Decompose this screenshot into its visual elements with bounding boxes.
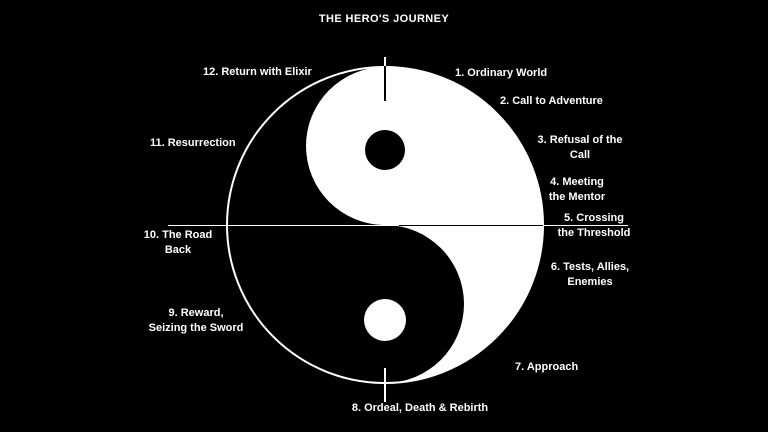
stage-5-line-1: 5. Crossing [564,212,624,224]
stage-label-1: 1. Ordinary World [455,66,547,81]
stage-6-line-2: Enemies [567,276,613,288]
stage-label-9: 9. Reward, Seizing the Sword [121,306,271,336]
stage-6-line-1: 6. Tests, Allies, [550,261,630,273]
stage-label-10: 10. The Road Back [103,228,253,258]
stage-4-line-1: 4. Meeting [550,176,604,188]
stage-label-4: 4. Meeting the Mentor [527,175,627,205]
horizontal-diameter-line-over-white [399,225,543,226]
stage-4-line-2: the Mentor [548,191,606,203]
stage-10-line-1: 10. The Road [143,229,213,241]
stage-8-line-1: 8. Ordeal, Death & Rebirth [351,402,489,414]
bottom-tick-line [384,368,386,402]
stage-label-5: 5. Crossing the Threshold [544,211,644,241]
stage-5-line-2: the Threshold [557,227,631,239]
stage-label-6: 6. Tests, Allies, Enemies [540,260,640,290]
stage-10-line-2: Back [164,244,192,256]
stage-label-12: 12. Return with Elixir [203,65,312,80]
yin-dot [365,130,405,170]
yang-dot [364,299,406,341]
stage-label-11: 11. Resurrection [150,136,236,151]
top-tick-line [384,57,386,66]
stage-12-line-1: 12. Return with Elixir [203,66,312,78]
stage-label-2: 2. Call to Adventure [500,94,603,109]
top-tick-line-over-white [384,66,386,101]
stage-label-8: 8. Ordeal, Death & Rebirth [320,401,520,416]
stage-label-3: 3. Refusal of the Call [530,133,630,163]
horizontal-diameter-line [168,225,628,226]
page-title: THE HERO'S JOURNEY [318,13,450,25]
stage-9-line-2: Seizing the Sword [148,322,244,334]
stage-3-line-2: Call [569,149,591,161]
stage-2-line-1: 2. Call to Adventure [500,95,603,107]
stage-7-line-1: 7. Approach [515,361,579,373]
stage-9-line-1: 9. Reward, [168,307,224,319]
stage-11-line-1: 11. Resurrection [150,137,236,149]
stage-label-7: 7. Approach [515,360,578,375]
stage-1-line-1: 1. Ordinary World [455,67,548,79]
stage-3-line-1: 3. Refusal of the [537,134,623,146]
